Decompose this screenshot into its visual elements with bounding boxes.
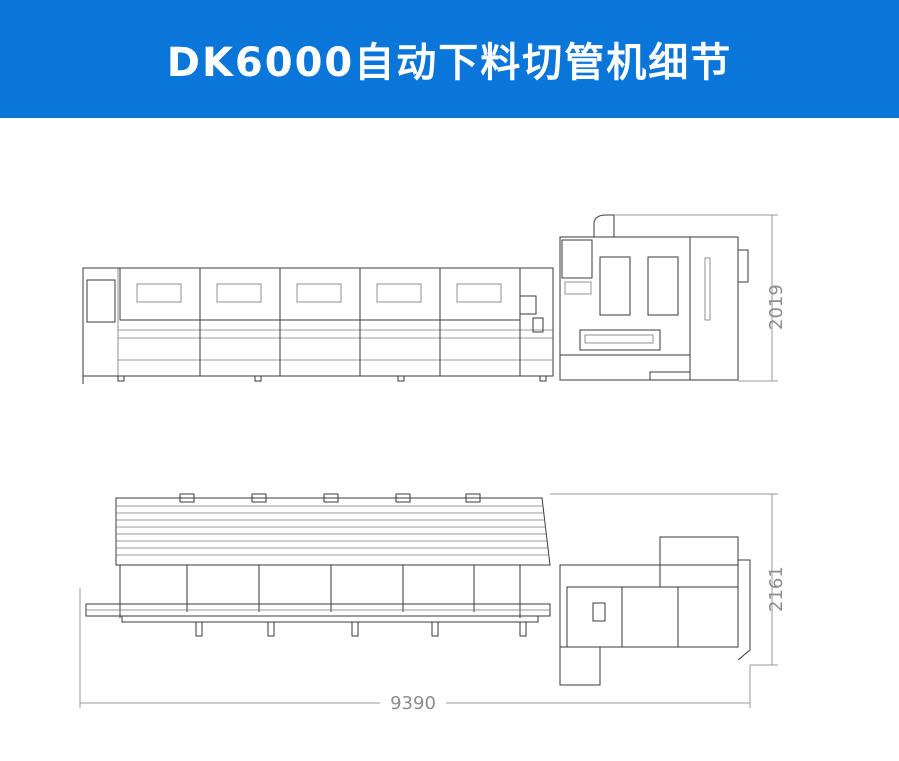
loading-slats bbox=[116, 505, 549, 556]
length-dimension: 9390 bbox=[390, 693, 436, 714]
guard-modules bbox=[119, 267, 521, 376]
front-view bbox=[82, 214, 749, 384]
cutting-machine-front bbox=[559, 214, 749, 381]
top-view bbox=[85, 493, 751, 686]
height-dimension-top: 2161 bbox=[766, 566, 787, 612]
control-cabinet bbox=[86, 279, 116, 323]
height-dimension-front: 2019 bbox=[766, 284, 787, 330]
cutting-machine-top bbox=[559, 536, 751, 686]
page-title: DK6000自动下料切管机细节 bbox=[166, 40, 733, 86]
dimension-lines bbox=[79, 214, 778, 708]
title-banner bbox=[0, 0, 899, 118]
